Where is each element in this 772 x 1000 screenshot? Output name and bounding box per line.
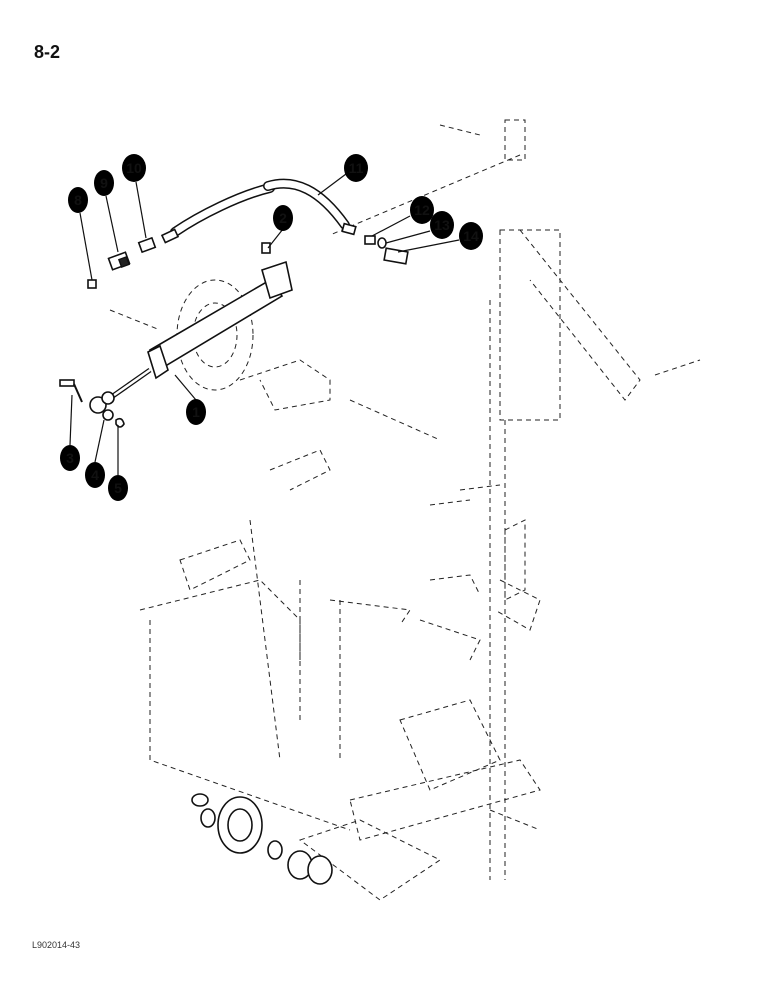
fittings xyxy=(59,235,409,428)
callout-12: 12 xyxy=(410,196,434,224)
callout-label: 4 xyxy=(91,467,99,483)
callout-label: 14 xyxy=(463,228,479,244)
callout-label: 2 xyxy=(279,210,287,226)
pulley-assembly xyxy=(191,793,333,885)
callout-11: 11 xyxy=(344,154,368,182)
page-number: 8-2 xyxy=(34,42,61,62)
callout-label: 8 xyxy=(74,192,82,208)
callout-3: 3 xyxy=(60,445,80,471)
callout-9: 9 xyxy=(94,170,114,196)
leader-lines xyxy=(69,173,460,475)
callout-2: 2 xyxy=(273,205,293,231)
callout-13: 13 xyxy=(430,211,454,239)
callout-label: 13 xyxy=(434,217,450,233)
callout-8: 8 xyxy=(68,187,88,213)
figure-code: L902014-43 xyxy=(32,940,81,950)
callout-label: 5 xyxy=(114,480,122,496)
callout-label: 11 xyxy=(349,160,364,176)
callout-4: 4 xyxy=(85,462,105,488)
hydraulic-cylinder xyxy=(89,260,293,414)
hydraulic-hose xyxy=(160,178,357,244)
callout-1: 1 xyxy=(186,399,206,425)
callout-5: 5 xyxy=(108,475,128,501)
callout-label: 9 xyxy=(100,175,108,191)
callout-label: 12 xyxy=(414,202,430,218)
callout-14: 14 xyxy=(459,222,483,250)
callout-label: 1 xyxy=(192,404,200,420)
callout-label: 3 xyxy=(66,450,74,466)
main-frame-dashed xyxy=(109,119,701,901)
callout-label: 10 xyxy=(126,160,142,176)
callout-10: 10 xyxy=(122,154,146,182)
